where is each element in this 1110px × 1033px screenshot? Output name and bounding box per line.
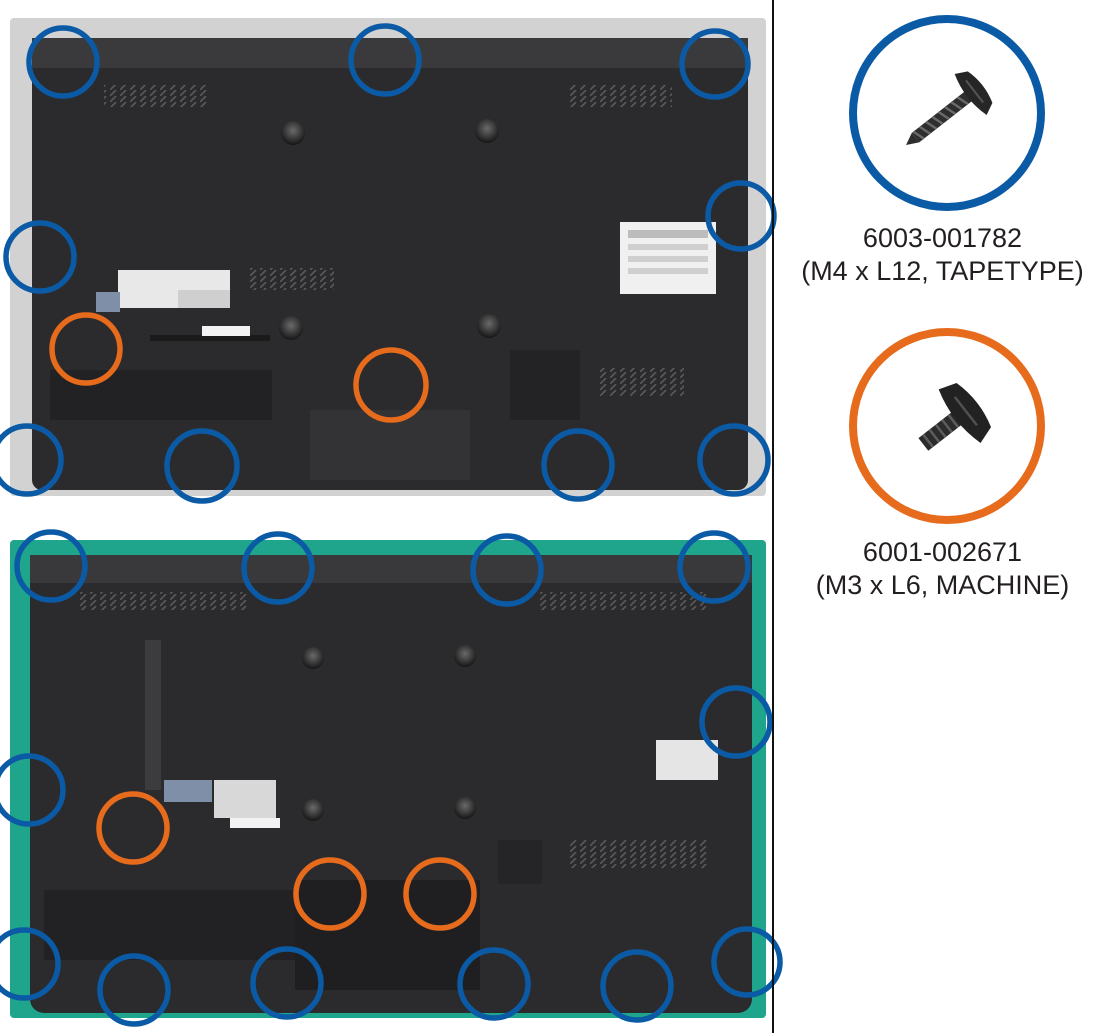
tapping-screw-icon xyxy=(906,71,993,146)
machine-screw-marker xyxy=(403,857,477,931)
tapping-screw-marker xyxy=(541,428,615,502)
machine-screw-label: 6001-002671 (M3 x L6, MACHINE) xyxy=(775,536,1110,602)
vesa-mount-boss xyxy=(477,314,501,338)
stand-bracket xyxy=(310,410,470,480)
tapping-screw-marker xyxy=(679,28,751,100)
tapping-screw-marker xyxy=(250,946,324,1020)
tapping-screw-marker xyxy=(241,531,315,605)
machine-screw-part-number: 6001-002671 xyxy=(862,537,1023,567)
machine-screw-marker xyxy=(96,791,170,865)
vent-grille xyxy=(104,85,208,107)
tv-rear-panel-lower xyxy=(10,540,766,1018)
connector-strip xyxy=(230,818,280,828)
screw-markers-upper xyxy=(0,23,777,504)
machine-screw-marker xyxy=(293,857,367,931)
vesa-mount-boss xyxy=(302,647,324,669)
rating-sticker xyxy=(214,780,276,818)
tapping-screw-spec: (M4 x L12, TAPETYPE) xyxy=(801,256,1084,286)
tapping-screw-marker xyxy=(3,220,77,294)
tapping-screw-marker xyxy=(164,428,240,504)
legend-tapping-screw xyxy=(849,15,1045,211)
vesa-mount-boss xyxy=(475,119,499,143)
vent-grille xyxy=(80,592,250,610)
machine-screw-icon xyxy=(918,383,992,451)
tapping-screw-marker xyxy=(97,953,171,1027)
vesa-mount-boss xyxy=(454,645,476,667)
vent-grille xyxy=(538,592,706,610)
stand-bracket xyxy=(295,880,480,990)
legend-machine-screw xyxy=(849,328,1045,524)
vesa-mount-boss xyxy=(279,316,303,340)
machine-screw-marker xyxy=(353,347,429,423)
tapping-screw-marker xyxy=(711,926,783,998)
machine-screw-marker xyxy=(49,312,123,386)
tapping-screw-marker xyxy=(0,423,64,497)
tapping-screw-label: 6003-001782 (M4 x L12, TAPETYPE) xyxy=(775,222,1110,288)
tapping-screw-marker xyxy=(457,947,531,1021)
side-io-panel xyxy=(145,640,161,790)
vent-grille xyxy=(568,840,708,868)
tapping-screw-part-number: 6003-001782 xyxy=(862,223,1023,253)
tapping-screw-marker xyxy=(677,530,751,604)
tapping-screw-marker xyxy=(0,753,66,827)
tapping-screw-marker xyxy=(470,533,544,607)
port-panel xyxy=(164,780,212,802)
vesa-mount-boss xyxy=(454,797,476,819)
vesa-mount-boss xyxy=(281,121,305,145)
vent-grille xyxy=(568,85,672,107)
connector-strip xyxy=(202,326,250,336)
vent-grille xyxy=(250,268,334,290)
tapping-screw-marker xyxy=(14,529,88,603)
port-panel xyxy=(96,292,120,312)
label-plate xyxy=(656,740,718,780)
tapping-screw-marker xyxy=(26,25,100,99)
screw-markers-lower xyxy=(0,529,783,1027)
tapping-screw-marker xyxy=(348,23,422,97)
tv-rear-panel-upper xyxy=(10,18,766,496)
vesa-mount-boss xyxy=(302,799,324,821)
tapping-screw-marker xyxy=(697,423,771,497)
vent-grille xyxy=(598,368,684,396)
tapping-screw-marker xyxy=(0,927,61,1001)
tapping-screw-marker xyxy=(600,949,674,1023)
machine-screw-spec: (M3 x L6, MACHINE) xyxy=(815,570,1070,600)
tapping-screw-marker xyxy=(699,685,773,759)
